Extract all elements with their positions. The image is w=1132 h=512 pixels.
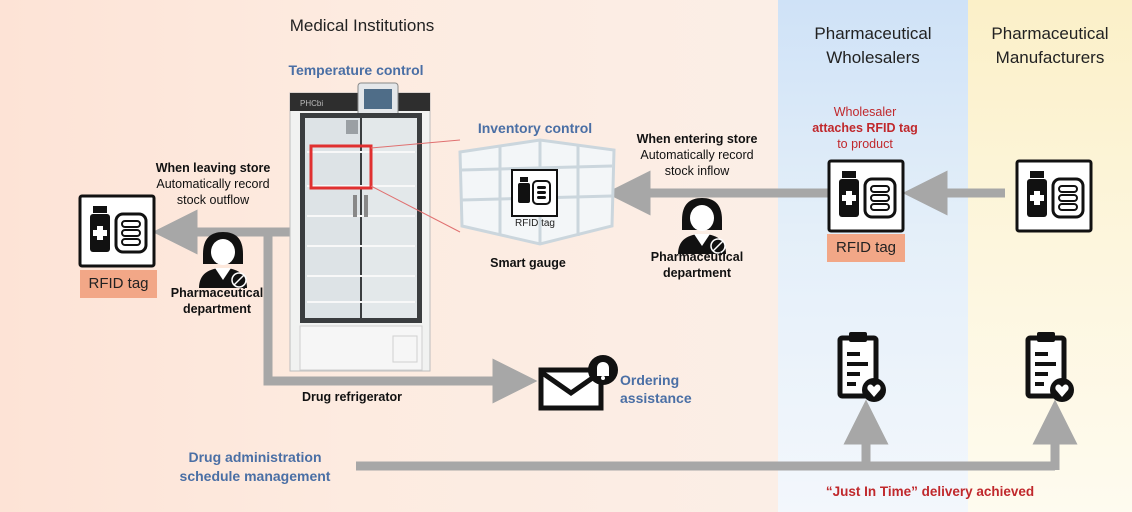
leaving-store-title: When leaving store — [155, 161, 271, 175]
drug-refrigerator: PHCbi — [289, 82, 461, 372]
entering-store-desc: Automatically record stock inflow — [640, 148, 754, 178]
fridge-brand-text: PHCbi — [300, 99, 323, 108]
wholesaler-note-line1: Wholesaler — [833, 105, 897, 119]
drug-refrigerator-label: Drug refrigerator — [301, 390, 403, 404]
wholesalers-heading: Pharmaceutical Wholesalers — [814, 24, 932, 67]
pharma-dept-label-right: Pharmaceutical department — [650, 250, 744, 280]
arrow-ordering — [263, 232, 538, 404]
rfid-product-icon-left — [78, 194, 156, 268]
rfid-tag-badge-left: RFID tag — [80, 270, 157, 298]
highlight-box — [309, 144, 373, 190]
just-in-time-label: “Just In Time” delivery achieved — [825, 484, 1035, 499]
wholesaler-note-line3: to product — [837, 137, 893, 151]
rfid-tag-small-label: RFID tag — [514, 218, 555, 229]
pharmacist-icon-right — [678, 198, 726, 254]
rfid-product-icon-wholesaler — [827, 159, 905, 233]
ordering-assistance-label: Ordering assistance — [620, 372, 692, 406]
inventory-control-label: Inventory control — [477, 120, 593, 136]
manufacturers-heading: Pharmaceutical Manufacturers — [991, 24, 1109, 67]
drug-admin-schedule-label: Drug administration schedule management — [179, 449, 331, 484]
rfid-tag-badge-wholesaler: RFID tag — [827, 234, 905, 262]
smart-gauge-label: Smart gauge — [490, 256, 566, 270]
clipboard-heart-icon-wholesaler — [837, 332, 886, 402]
entering-store-title: When entering store — [636, 132, 758, 146]
medical-institutions-heading: Medical Institutions — [289, 16, 435, 35]
basket-rfid-icon — [511, 169, 558, 217]
wholesaler-note-line2: attaches RFID tag — [812, 121, 918, 135]
pharma-dept-label-left: Pharmaceutical department — [170, 286, 264, 316]
clipboard-heart-icon-manufacturer — [1025, 332, 1074, 402]
pharmacist-icon-left — [199, 232, 247, 288]
temperature-control-label: Temperature control — [288, 62, 424, 78]
flow-arrows — [152, 170, 1078, 471]
leaving-store-desc: Automatically record stock outflow — [156, 177, 270, 207]
product-icon-manufacturer — [1015, 159, 1093, 233]
mail-notification-icon — [538, 355, 618, 411]
